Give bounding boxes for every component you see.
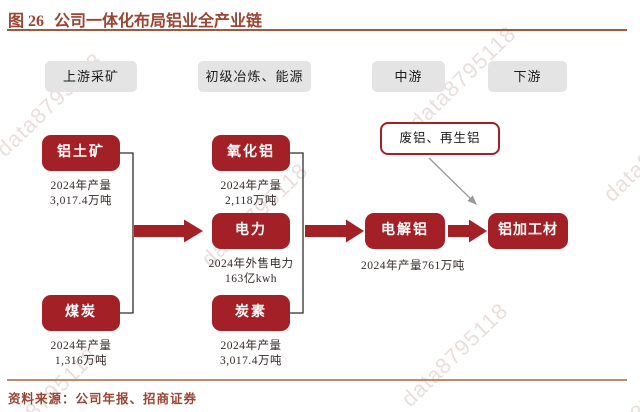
caption-alumina: 2024年产量 2,118万吨: [196, 179, 306, 209]
node-power: 电力: [212, 213, 290, 249]
node-alumina: 氧化铝: [212, 135, 290, 171]
flow-arrow-icon-1: [134, 219, 203, 243]
caption-line: 3,017.4万吨: [220, 355, 282, 367]
caption-line: 2024年产量: [220, 340, 282, 352]
stage-midstream: 中游: [372, 61, 445, 92]
caption-line: 2024年产量: [50, 340, 112, 352]
figure-number: 图 26: [8, 13, 45, 30]
recycle-arrow-icon: [428, 157, 477, 205]
stage-primary-smelting-energy: 初级冶炼、能源: [198, 61, 311, 92]
node-bauxite: 铝土矿: [42, 135, 120, 171]
flow-arrow-icon-2: [305, 219, 364, 243]
figure-title: 图 26 公司一体化布局铝业全产业链: [8, 7, 262, 31]
caption-line: 2,118万吨: [225, 195, 277, 207]
watermark: data8795118: [396, 297, 513, 412]
title-divider: [7, 29, 627, 31]
connector-line-left-column: [120, 152, 134, 314]
caption-line: 2024年产量: [50, 180, 112, 192]
caption-carbon: 2024年产量 3,017.4万吨: [196, 339, 306, 369]
source-note: 资料来源：公司年报、招商证券: [8, 392, 198, 406]
caption-line: 3,017.4万吨: [50, 195, 112, 207]
bottom-divider: [7, 379, 627, 381]
watermark: data8795118: [598, 92, 640, 207]
flow-arrow-icon-3: [448, 219, 487, 243]
node-processed-aluminum: 铝加工材: [488, 213, 568, 249]
node-carbon: 炭素: [212, 295, 290, 331]
caption-line: 163亿kwh: [224, 273, 278, 285]
stage-downstream: 下游: [488, 61, 567, 92]
caption-line: 2024年外售电力: [208, 258, 294, 270]
node-electrolytic-aluminum: 电解铝: [365, 213, 445, 249]
figure-title-text: 公司一体化布局铝业全产业链: [54, 13, 263, 30]
node-recycled-aluminum: 废铝、再生铝: [380, 122, 500, 155]
node-coal: 煤炭: [42, 295, 120, 331]
connector-line-middle-column: [290, 152, 304, 314]
caption-electrolytic: 2024年产量761万吨: [361, 260, 465, 272]
caption-bauxite: 2024年产量 3,017.4万吨: [26, 179, 136, 209]
caption-coal: 2024年产量 1,316万吨: [26, 339, 136, 369]
caption-line: 2024年产量: [220, 180, 282, 192]
caption-power: 2024年外售电力 163亿kwh: [190, 257, 312, 287]
caption-line: 1,316万吨: [54, 355, 108, 367]
stage-upstream-mining: 上游采矿: [45, 61, 137, 92]
